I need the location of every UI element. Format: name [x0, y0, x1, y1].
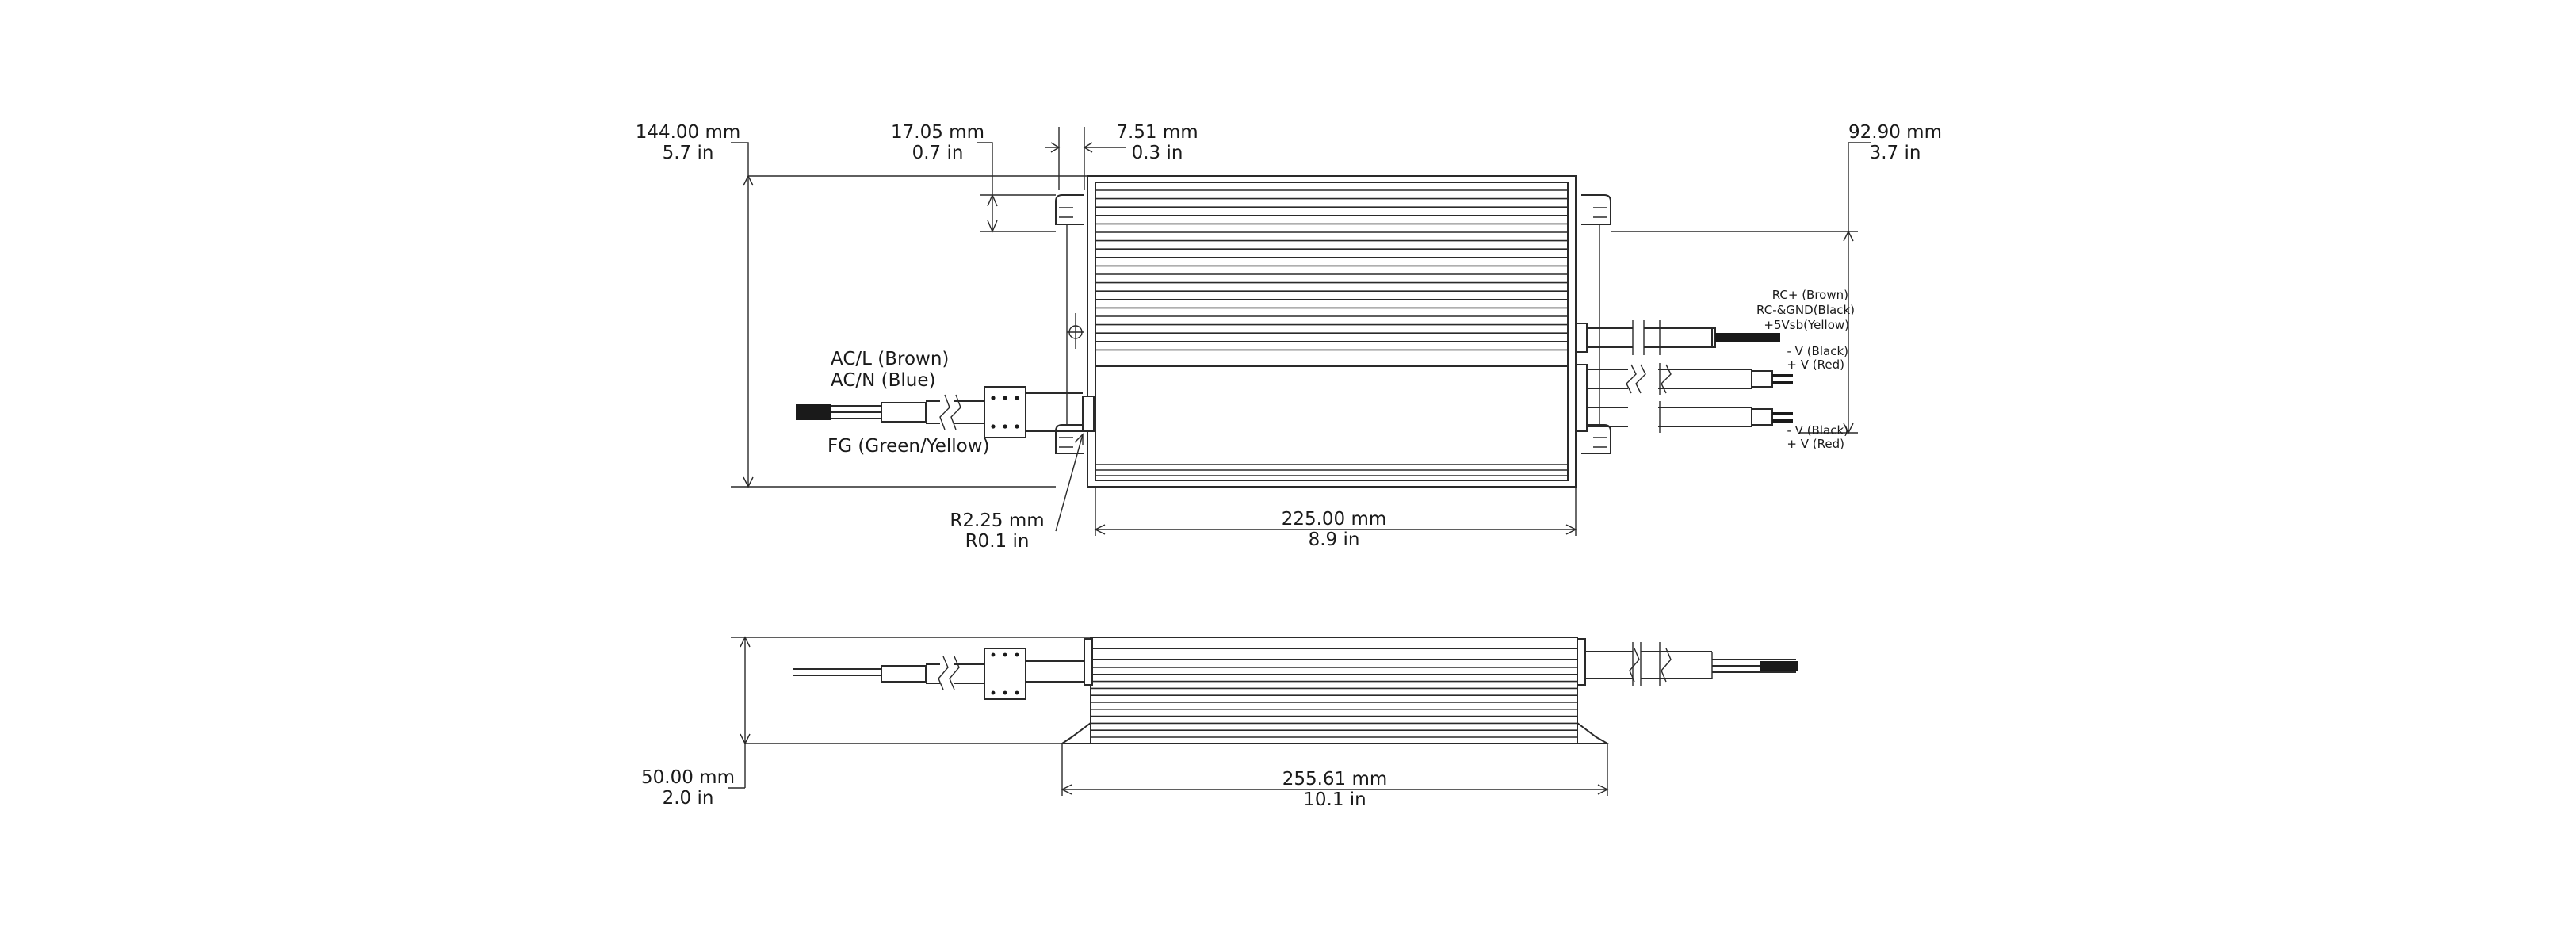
label-ac-neutral: AC/N (Blue)	[831, 370, 936, 391]
left-mounting-flange	[1055, 194, 1084, 225]
input-cable	[1026, 392, 1083, 432]
cooling-fins-lower	[1095, 464, 1568, 476]
housing-side-view	[1090, 637, 1578, 744]
output-cable-2	[1587, 407, 1628, 427]
input-wire-ends	[796, 404, 831, 420]
side-flange-left	[1059, 722, 1091, 744]
dim-hole-radius-mm: R2.25 mm	[950, 510, 1044, 531]
dim-output-offset-in: 3.7 in	[1870, 143, 1921, 163]
dimension-line-height	[731, 142, 1087, 488]
dim-overall-length-mm: 255.61 mm	[1282, 769, 1388, 790]
output-cable-gland	[1575, 364, 1588, 432]
label-rc-gnd: RC-&GND(Black)	[1756, 303, 1855, 317]
dim-mount-offset-in: 0.7 in	[912, 143, 964, 163]
wire-labels: AC/L (Brown) AC/N (Blue) FG (Green/Yello…	[827, 288, 1855, 457]
label-output1-pos: + V (Red)	[1787, 358, 1844, 372]
dim-body-length-in: 8.9 in	[1309, 530, 1360, 550]
top-view	[731, 127, 1871, 536]
dimension-labels: 144.00 mm 5.7 in 17.05 mm 0.7 in 7.51 mm…	[636, 122, 1942, 810]
control-cable	[1587, 327, 1633, 348]
dim-hole-radius-in: R0.1 in	[965, 531, 1030, 552]
label-output2-neg: - V (Black)	[1787, 423, 1849, 438]
cooling-fins	[1095, 189, 1568, 351]
side-view	[728, 636, 1798, 796]
dimension-line-flange-width	[1045, 127, 1126, 190]
side-output-cable	[1585, 651, 1633, 679]
mounting-slot	[1059, 207, 1073, 218]
dim-height-mm: 144.00 mm	[636, 122, 741, 143]
output-cable-1	[1587, 369, 1628, 389]
dimension-line-profile-height	[728, 637, 1091, 789]
housing-top-view	[1087, 175, 1577, 488]
right-mounting-flange	[1581, 194, 1611, 225]
label-fg-ground: FG (Green/Yellow)	[827, 436, 990, 457]
dim-body-length-mm: 225.00 mm	[1282, 509, 1387, 530]
dimension-line-hole-radius	[1055, 434, 1084, 532]
label-ac-line: AC/L (Brown)	[831, 349, 949, 369]
label-output1-neg: - V (Black)	[1787, 344, 1849, 358]
dim-mount-offset-mm: 17.05 mm	[891, 122, 984, 143]
dim-flange-width-mm: 7.51 mm	[1116, 122, 1198, 143]
side-cooling-fins	[1091, 667, 1577, 738]
dimension-line-mount-offset	[977, 142, 1056, 232]
side-flange-right	[1577, 722, 1611, 744]
cable-break-symbol	[939, 394, 961, 430]
dim-height-in: 5.7 in	[663, 143, 714, 163]
label-5vsb: +5Vsb(Yellow)	[1764, 318, 1849, 332]
control-cable-gland	[1575, 323, 1588, 353]
input-cable-gland	[1082, 396, 1095, 432]
label-rc-plus: RC+ (Brown)	[1772, 288, 1848, 302]
dim-profile-height-mm: 50.00 mm	[641, 767, 735, 788]
dim-output-offset-mm: 92.90 mm	[1848, 122, 1942, 143]
side-input-cable	[1026, 660, 1084, 683]
label-output2-pos: + V (Red)	[1787, 437, 1844, 451]
dim-flange-width-in: 0.3 in	[1132, 143, 1183, 163]
dimension-line-overall-length	[1061, 744, 1608, 796]
dim-profile-height-in: 2.0 in	[663, 788, 714, 809]
input-ferrite-block	[984, 386, 1026, 438]
cable-break-symbol	[1626, 364, 1646, 394]
dim-overall-length-in: 10.1 in	[1303, 790, 1366, 810]
dimension-line-body-length	[1095, 487, 1577, 536]
